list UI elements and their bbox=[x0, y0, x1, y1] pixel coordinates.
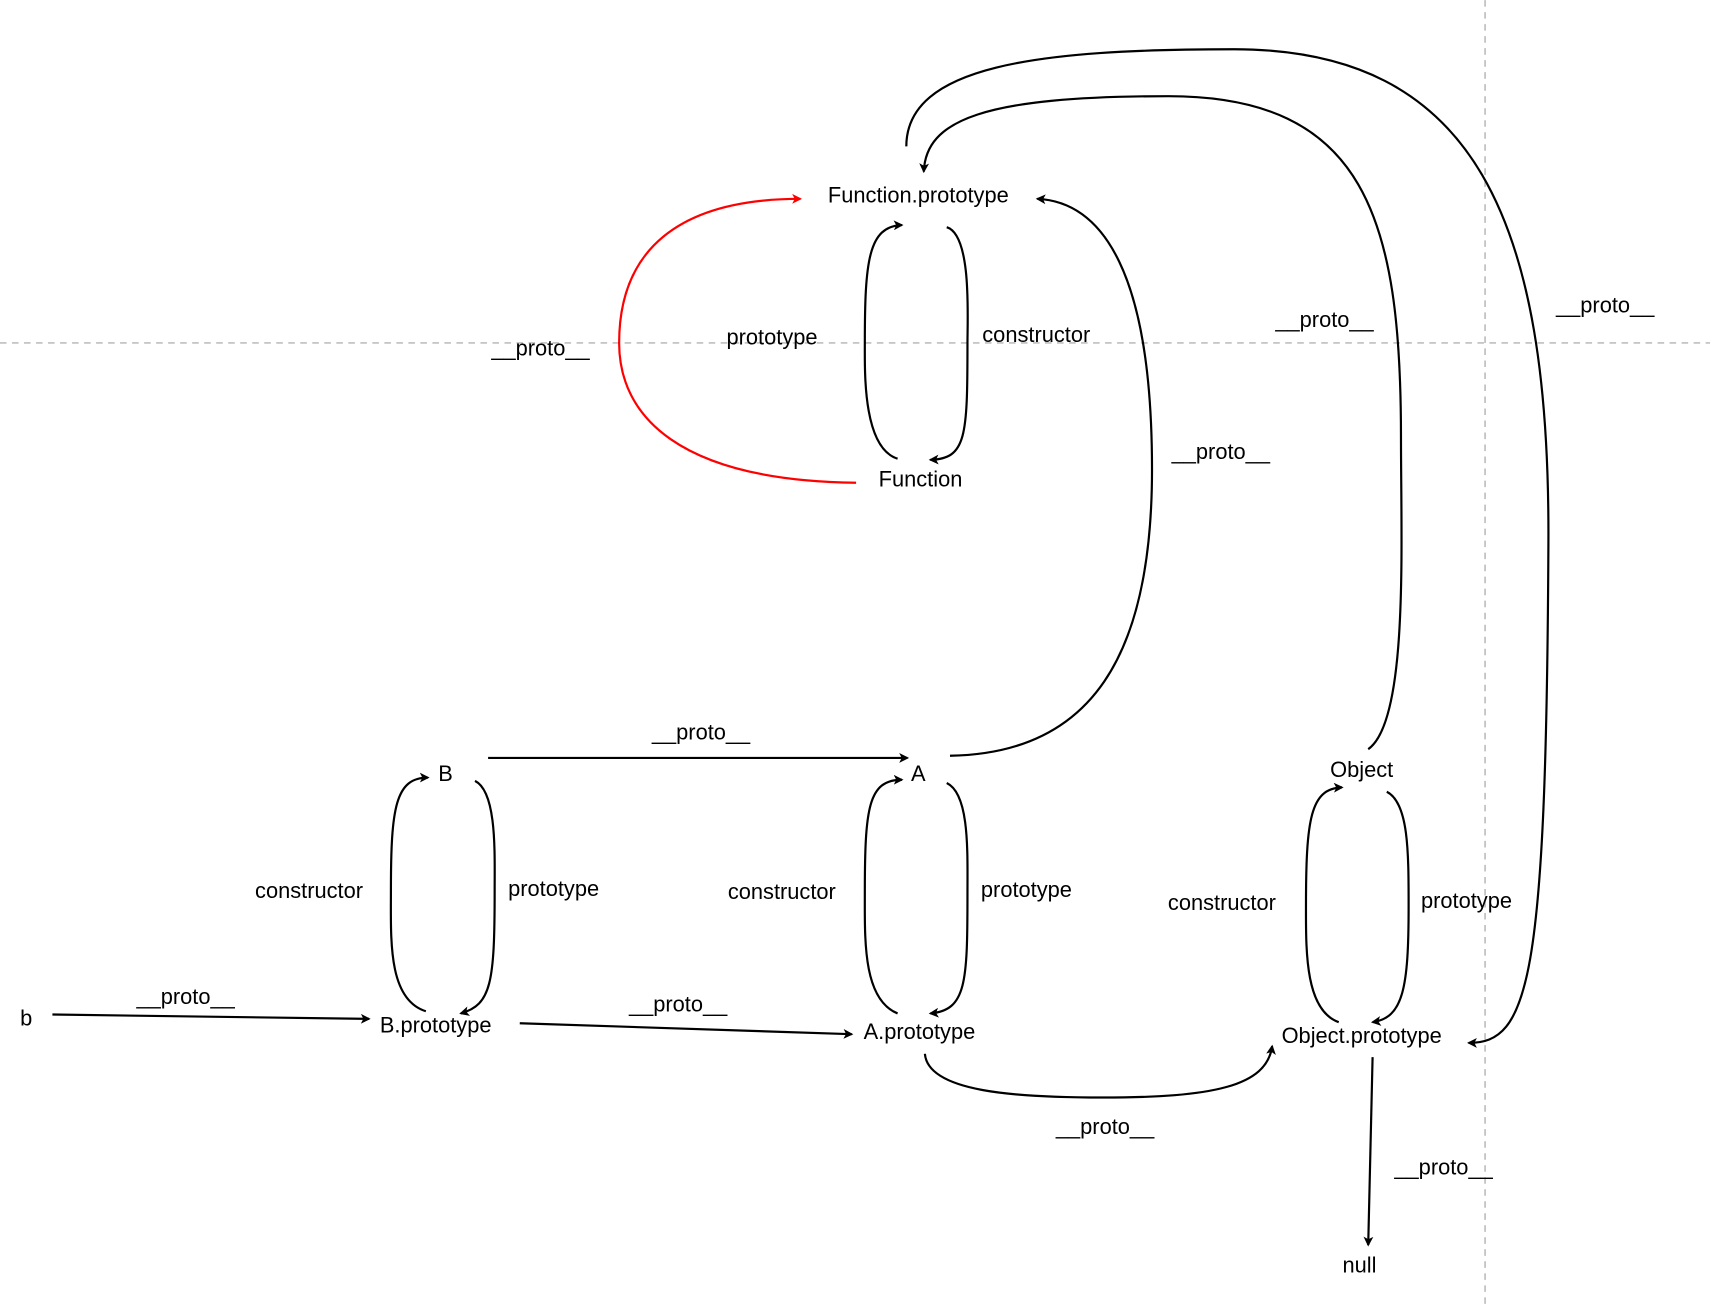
edge-function-proto-red bbox=[618, 193, 857, 484]
label-a-prototype: prototype bbox=[981, 877, 1072, 902]
edge-b-constructor bbox=[389, 772, 430, 1013]
edge-object-proto bbox=[919, 95, 1403, 751]
label-aproto-to-objproto: __proto__ bbox=[1055, 1114, 1155, 1139]
node-function-prototype[interactable]: Function.prototype bbox=[828, 182, 1009, 207]
label-fp-proto: __proto__ bbox=[1555, 293, 1655, 318]
node-object[interactable]: Object bbox=[1330, 757, 1393, 782]
edge-a-proto bbox=[949, 194, 1154, 757]
edge-bproto-to-aproto bbox=[519, 1022, 854, 1039]
label-b-to-a-proto: __proto__ bbox=[651, 720, 751, 745]
node-a[interactable]: A bbox=[911, 761, 926, 786]
edge-function-prototype bbox=[863, 220, 904, 460]
label-a-constructor: constructor bbox=[728, 879, 836, 904]
label-object-proto: __proto__ bbox=[1274, 307, 1374, 332]
edge-aproto-to-objproto bbox=[923, 1044, 1276, 1099]
node-object-prototype[interactable]: Object.prototype bbox=[1282, 1023, 1442, 1048]
node-function[interactable]: Function bbox=[879, 466, 963, 491]
node-a-prototype[interactable]: A.prototype bbox=[864, 1019, 976, 1044]
edge-a-prototype bbox=[928, 782, 969, 1018]
edge-object-constructor bbox=[1304, 782, 1344, 1024]
node-b-prototype[interactable]: B.prototype bbox=[380, 1012, 492, 1037]
label-function-constructor: constructor bbox=[982, 322, 1090, 347]
label-b-instance-proto: __proto__ bbox=[135, 984, 235, 1009]
edge-function-prototype-proto bbox=[905, 48, 1550, 1048]
label-function-proto-red: __proto__ bbox=[490, 335, 590, 360]
node-null[interactable]: null bbox=[1342, 1253, 1376, 1278]
edge-a-constructor bbox=[863, 774, 904, 1015]
edge-b-prototype bbox=[459, 779, 496, 1016]
label-a-proto: __proto__ bbox=[1171, 439, 1271, 464]
label-object-constructor: constructor bbox=[1168, 890, 1276, 915]
node-b[interactable]: B bbox=[438, 761, 453, 786]
label-b-constructor: constructor bbox=[255, 878, 363, 903]
label-b-prototype: prototype bbox=[508, 876, 599, 901]
edge-function-constructor bbox=[928, 226, 969, 465]
edge-object-prototype bbox=[1370, 790, 1410, 1026]
label-function-prototype: prototype bbox=[727, 324, 818, 349]
edge-objproto-to-null bbox=[1363, 1057, 1374, 1247]
label-bproto-to-aproto: __proto__ bbox=[628, 992, 728, 1017]
edge-b-instance-proto bbox=[52, 1013, 371, 1024]
node-b-instance[interactable]: b bbox=[20, 1006, 32, 1031]
label-object-prototype: prototype bbox=[1421, 888, 1512, 913]
label-objproto-to-null: __proto__ bbox=[1393, 1154, 1493, 1179]
